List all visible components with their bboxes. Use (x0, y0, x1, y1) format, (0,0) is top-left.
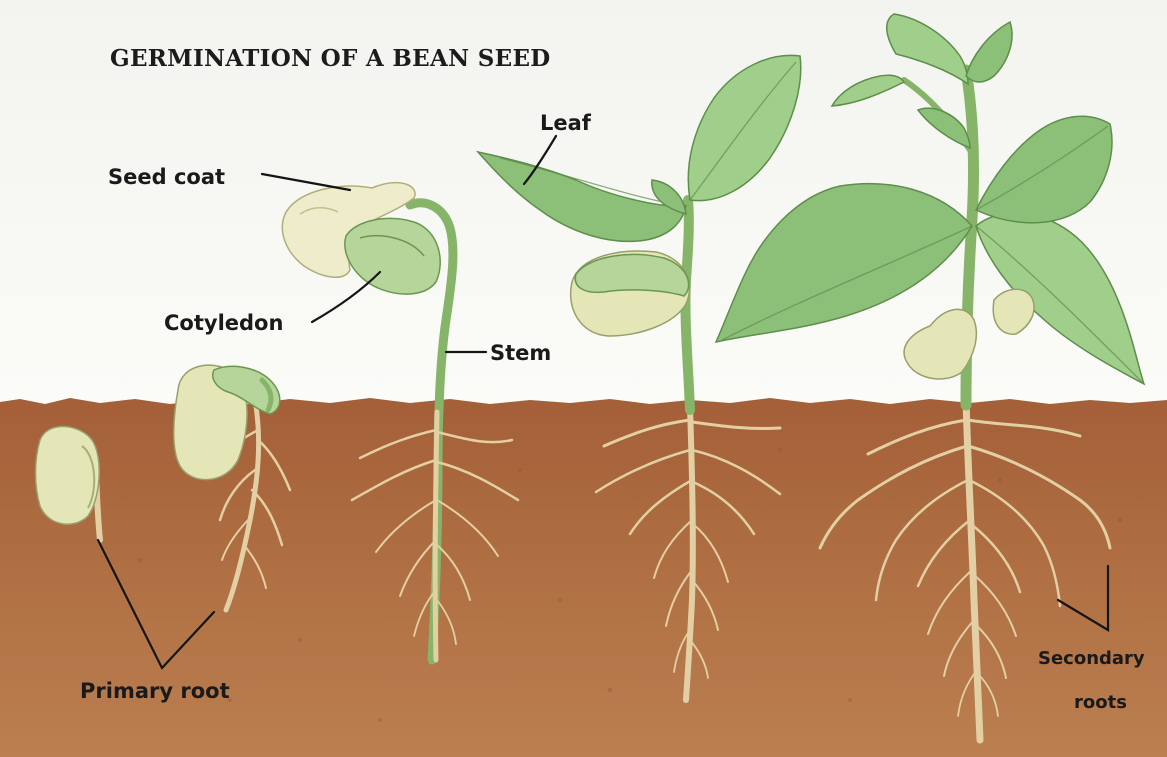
label-leaf: Leaf (540, 111, 592, 135)
label-seed-coat: Seed coat (108, 165, 225, 189)
label-secondary-roots-line2: roots (1074, 692, 1127, 713)
label-primary-root: Primary root (80, 679, 230, 703)
label-stem: Stem (490, 341, 551, 365)
label-secondary-roots-line1: Secondary (1038, 648, 1145, 669)
diagram-title: GERMINATION OF A BEAN SEED (110, 45, 551, 72)
label-cotyledon: Cotyledon (164, 311, 283, 335)
